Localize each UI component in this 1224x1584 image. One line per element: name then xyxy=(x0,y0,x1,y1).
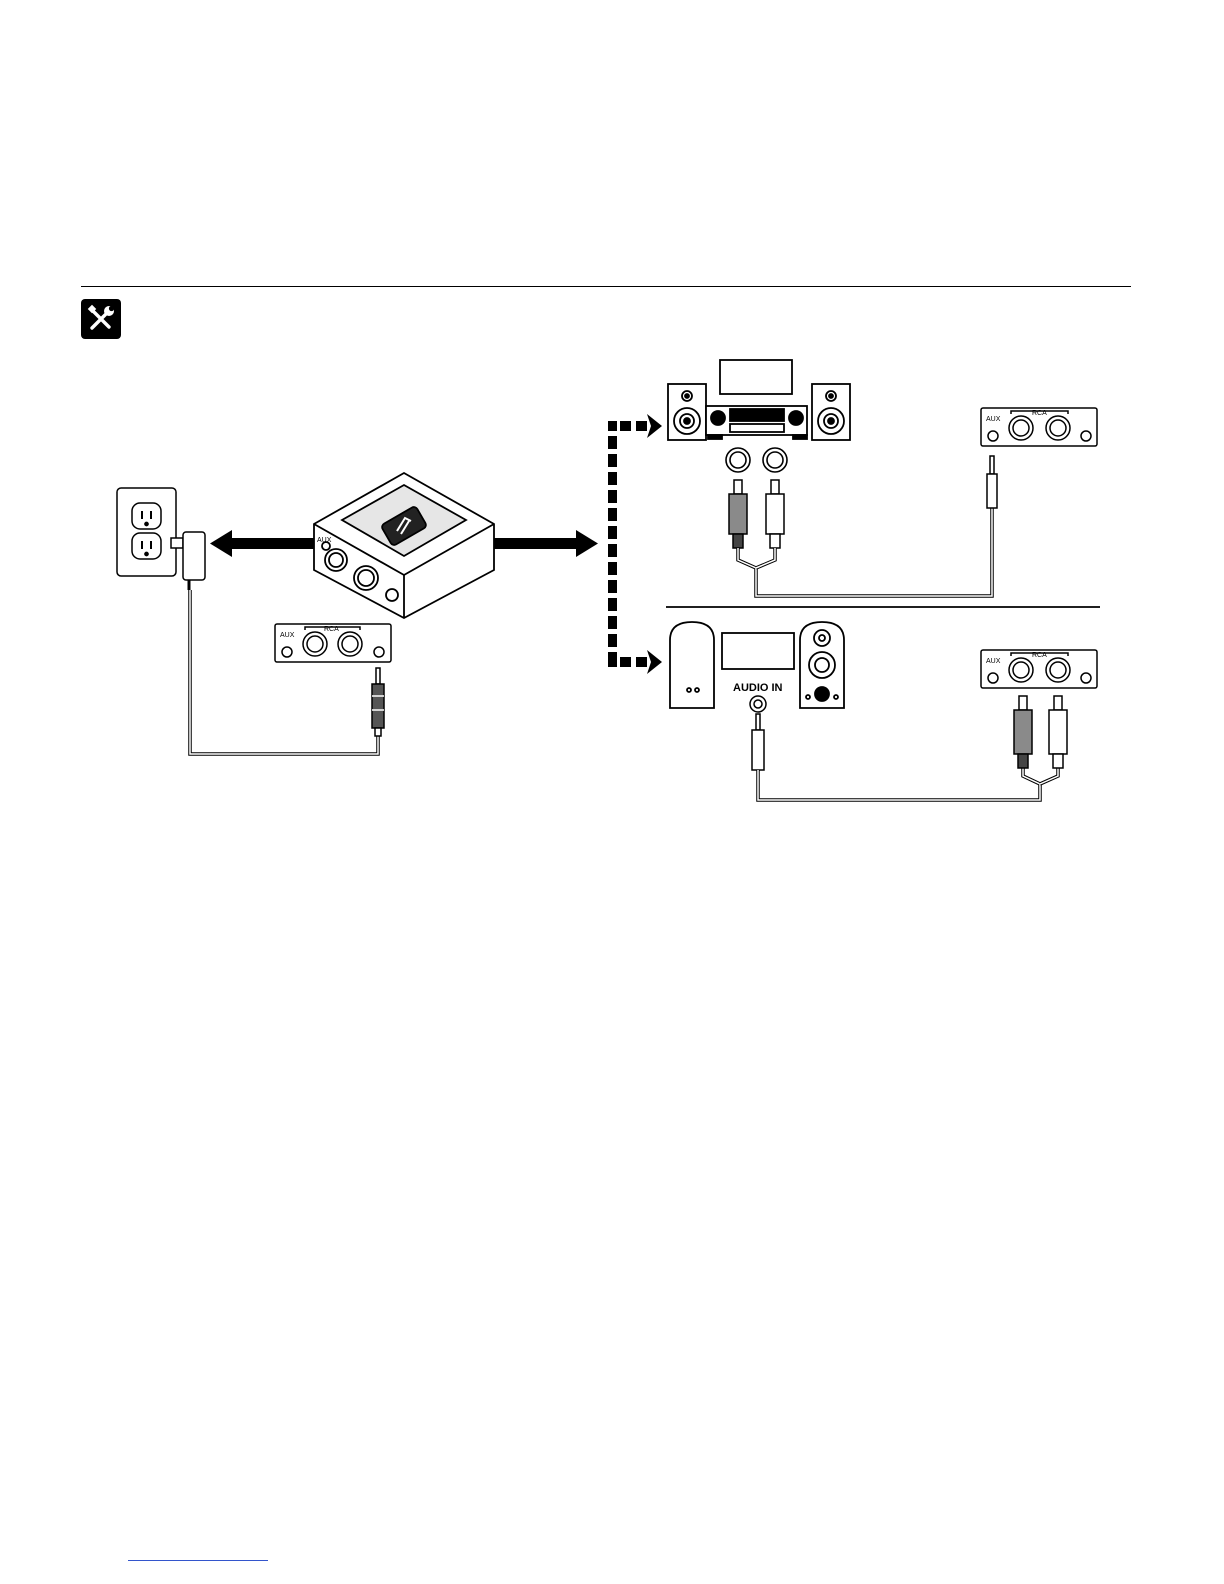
panel-left-aux-label: AUX xyxy=(280,632,295,639)
computer-speakers-icon xyxy=(670,622,844,708)
dashed-connection xyxy=(608,414,662,674)
3-5mm-plug-bottom xyxy=(752,714,764,770)
bluetooth-receiver-icon xyxy=(314,473,494,618)
power-cable xyxy=(190,590,378,754)
tools-icon xyxy=(81,299,121,339)
panel-top-rca-label: RCA xyxy=(1032,410,1047,417)
footer-link-underline[interactable] xyxy=(128,1560,268,1561)
audio-in-jack xyxy=(750,696,766,712)
panel-bottom-rca-label: RCA xyxy=(1032,652,1047,659)
rca-jacks xyxy=(726,448,787,472)
panel-top-aux-label: AUX xyxy=(986,416,1001,423)
section-divider xyxy=(81,286,1131,287)
panel-bottom-aux-label: AUX xyxy=(986,658,1001,665)
audio-in-label: AUDIO IN xyxy=(733,682,783,694)
wall-outlet-icon xyxy=(117,488,176,576)
rca-plug-bottom-right xyxy=(1014,696,1067,768)
receiver-aux-label: AUX xyxy=(317,537,332,544)
rca-plug-icon xyxy=(729,480,784,548)
stereo-system-icon xyxy=(668,360,850,440)
3-5mm-plug-top-right xyxy=(987,456,997,508)
3-5mm-plug-icon xyxy=(372,668,384,736)
connection-diagram: AUX AUX RCA xyxy=(0,340,1224,830)
panel-left-rca-label: RCA xyxy=(324,626,339,633)
